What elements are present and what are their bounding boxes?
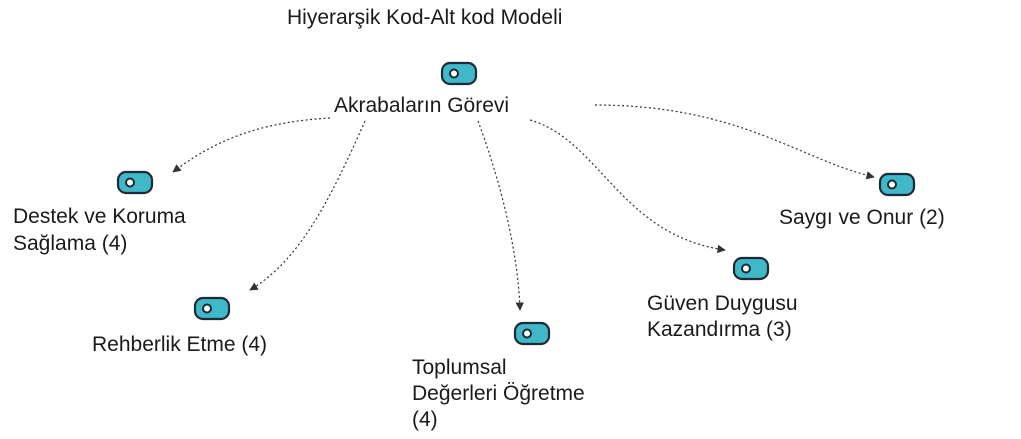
code-label-line: (4) bbox=[412, 408, 438, 431]
edge-root-to-guven bbox=[529, 119, 726, 254]
root-code-label[interactable]: Akrabaların Görevi bbox=[334, 94, 510, 117]
edge-root-to-toplumsal bbox=[477, 120, 524, 311]
code-tag-icon bbox=[193, 296, 231, 321]
code-tag-icon bbox=[116, 170, 154, 195]
code-tag-icon bbox=[440, 61, 478, 86]
code-tag-icon bbox=[513, 321, 551, 346]
edge-root-to-saygi bbox=[594, 104, 875, 180]
code-label-line: Destek ve Koruma bbox=[13, 205, 186, 228]
code-label-line: Toplumsal bbox=[412, 356, 507, 379]
code-label-line: Kazandırma (3) bbox=[647, 318, 792, 341]
edge-root-to-destek bbox=[172, 117, 331, 173]
code-label-line: Rehberlik Etme (4) bbox=[92, 333, 268, 356]
code-tag-icon bbox=[878, 172, 916, 197]
edge-root-to-rehberlik bbox=[249, 120, 366, 291]
code-label-line: Güven Duygusu bbox=[647, 292, 798, 315]
code-label-line: Sağlama (4) bbox=[13, 232, 128, 255]
code-label-line: Değerleri Öğretme bbox=[412, 382, 585, 405]
diagram-title: Hiyerarşik Kod-Alt kod Modeli bbox=[287, 6, 563, 29]
code-tag-icon bbox=[732, 256, 770, 281]
code-label-line: Saygı ve Onur (2) bbox=[779, 206, 945, 229]
